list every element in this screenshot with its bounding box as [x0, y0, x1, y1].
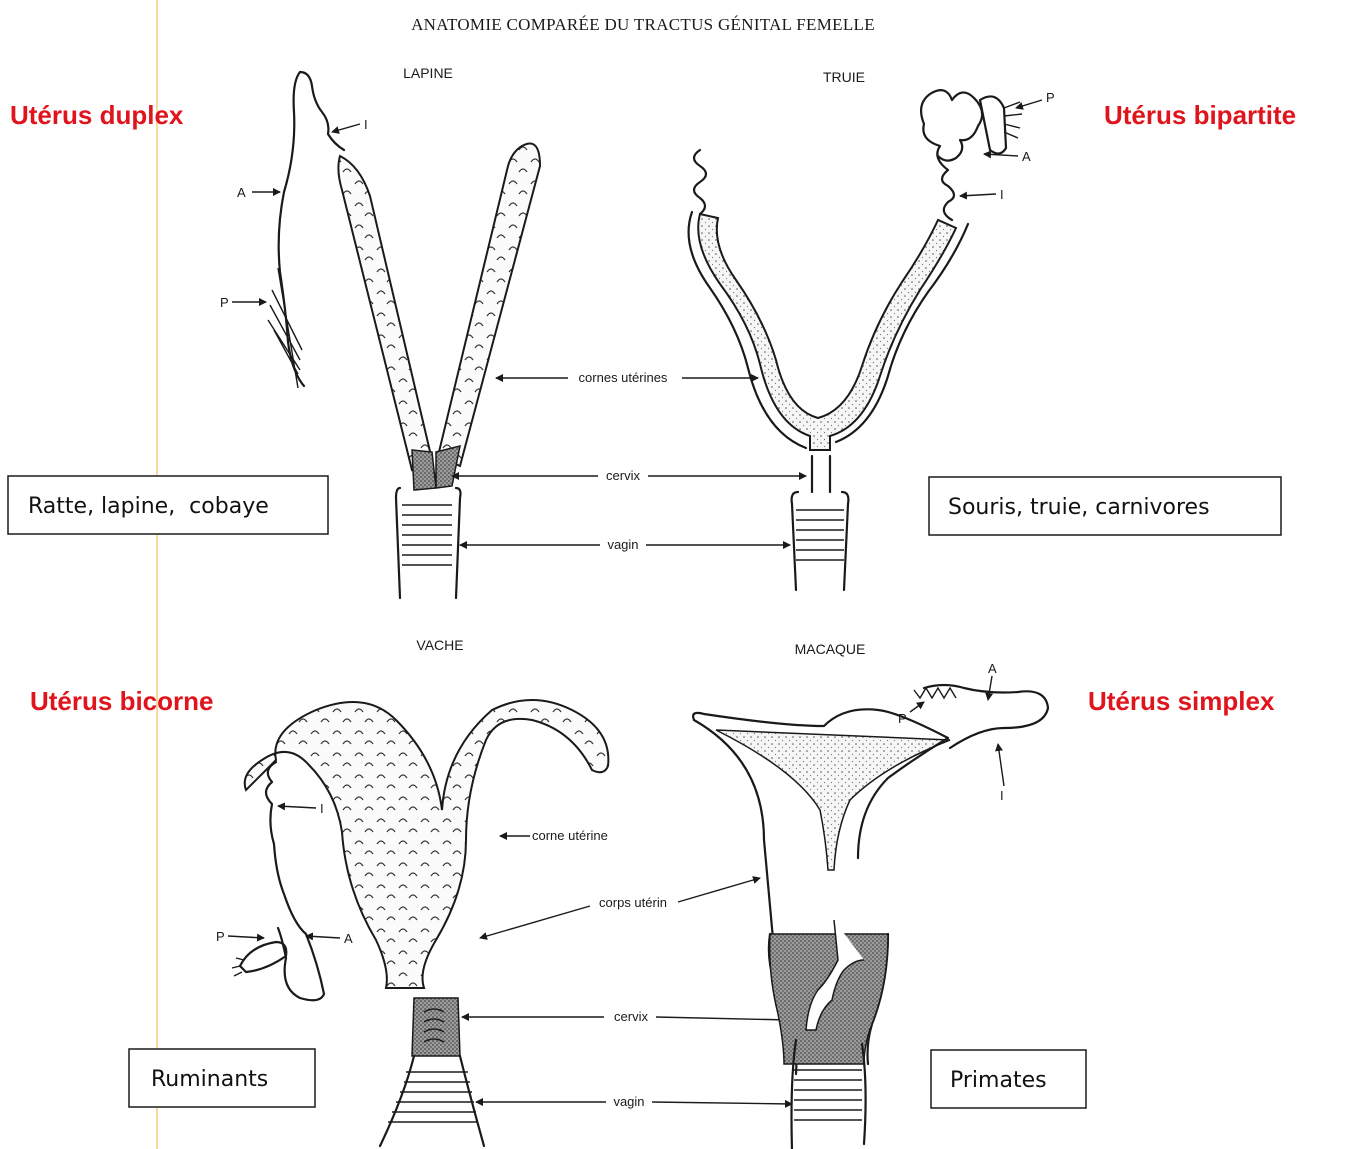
label-p-lapine: P	[220, 295, 229, 310]
box-truie-text: Souris, truie, carnivores	[948, 495, 1210, 520]
pointer-i-vache	[278, 806, 316, 808]
fimbria-macaque	[914, 688, 956, 698]
panel-vache: VACHE Utérus bicorne I P A	[30, 637, 608, 1146]
species-label-macaque: MACAQUE	[795, 641, 866, 657]
label-vagin-top: vagin	[607, 537, 638, 552]
arrow-vagin-bottom-right	[652, 1102, 792, 1104]
box-truie: Souris, truie, carnivores	[929, 477, 1281, 535]
label-p-truie: P	[1046, 90, 1055, 105]
labels-top: cornes utérines cervix vagin	[452, 370, 806, 552]
uterus-type-bicorne: Utérus bicorne	[30, 686, 214, 716]
label-a-macaque: A	[988, 661, 997, 676]
pointer-p-macaque	[910, 702, 924, 712]
label-i-truie: I	[1000, 187, 1004, 202]
box-lapine: Ratte, lapine, cobaye	[8, 476, 328, 534]
cervix-lapine	[412, 446, 460, 490]
cervix-truie	[812, 456, 830, 492]
pointer-p-truie	[1016, 100, 1042, 108]
label-i-lapine: I	[364, 117, 368, 132]
oviduct-vache	[266, 762, 324, 1000]
label-cervix-top: cervix	[606, 468, 640, 483]
vagina-rugae-macaque	[794, 1070, 862, 1120]
label-cornes-uterines: cornes utérines	[579, 370, 668, 385]
box-macaque: Primates	[931, 1050, 1086, 1108]
uterine-cavity-macaque	[716, 730, 950, 870]
label-vagin-bottom: vagin	[613, 1094, 644, 1109]
label-corne-uterine: corne utérine	[532, 828, 608, 843]
label-a-lapine: A	[237, 185, 246, 200]
page-title: ANATOMIE COMPARÉE DU TRACTUS GÉNITAL FEM…	[411, 15, 875, 34]
arrow-corps-right	[678, 878, 760, 902]
uterus-type-bipartite: Utérus bipartite	[1104, 100, 1296, 130]
uterus-type-simplex: Utérus simplex	[1088, 686, 1275, 716]
horns-vache	[245, 700, 609, 988]
ovary-fimbria-lapine	[268, 268, 302, 388]
pointer-a-macaque	[988, 676, 992, 700]
uterus-type-duplex: Utérus duplex	[10, 100, 184, 130]
ovary-vache	[240, 942, 286, 972]
cervix-vache	[412, 998, 460, 1056]
pointer-i-truie	[960, 194, 996, 196]
oviduct-left-truie	[694, 150, 706, 214]
pointer-a-vache	[306, 936, 340, 938]
arrow-cervix-bottom-right	[656, 1017, 790, 1020]
species-label-truie: TRUIE	[823, 69, 865, 85]
label-i-vache: I	[320, 801, 324, 816]
vagina-rugae-lapine	[402, 505, 452, 565]
label-cervix-bottom: cervix	[614, 1009, 648, 1024]
label-i-macaque: I	[1000, 788, 1004, 803]
oviduct-right-truie	[921, 90, 982, 220]
pointer-a-truie	[984, 154, 1018, 156]
ovary-truie	[980, 96, 1006, 153]
arrow-corps-left	[480, 906, 590, 938]
label-a-truie: A	[1022, 149, 1031, 164]
box-vache: Ruminants	[129, 1049, 315, 1107]
pointer-p-vache	[228, 936, 264, 938]
vagina-rugae-truie	[796, 510, 844, 560]
box-lapine-text: Ratte, lapine, cobaye	[28, 494, 269, 519]
vagina-truie	[792, 492, 849, 590]
vagina-vache	[380, 1056, 484, 1146]
horn-left-lapine	[338, 156, 432, 470]
species-label-vache: VACHE	[416, 637, 463, 653]
labels-bottom: corne utérine corps utérin cervix vagin	[462, 828, 792, 1109]
horn-right-lapine	[438, 144, 540, 467]
species-label-lapine: LAPINE	[403, 65, 453, 81]
label-p-macaque: P	[898, 711, 907, 726]
pointer-i-macaque	[998, 744, 1004, 786]
horns-truie	[698, 214, 956, 450]
box-macaque-text: Primates	[950, 1068, 1047, 1093]
label-corps-uterin: corps utérin	[599, 895, 667, 910]
label-a-vache: A	[344, 931, 353, 946]
box-vache-text: Ruminants	[151, 1067, 268, 1092]
label-p-vache: P	[216, 929, 225, 944]
pointer-i-lapine	[332, 124, 360, 132]
